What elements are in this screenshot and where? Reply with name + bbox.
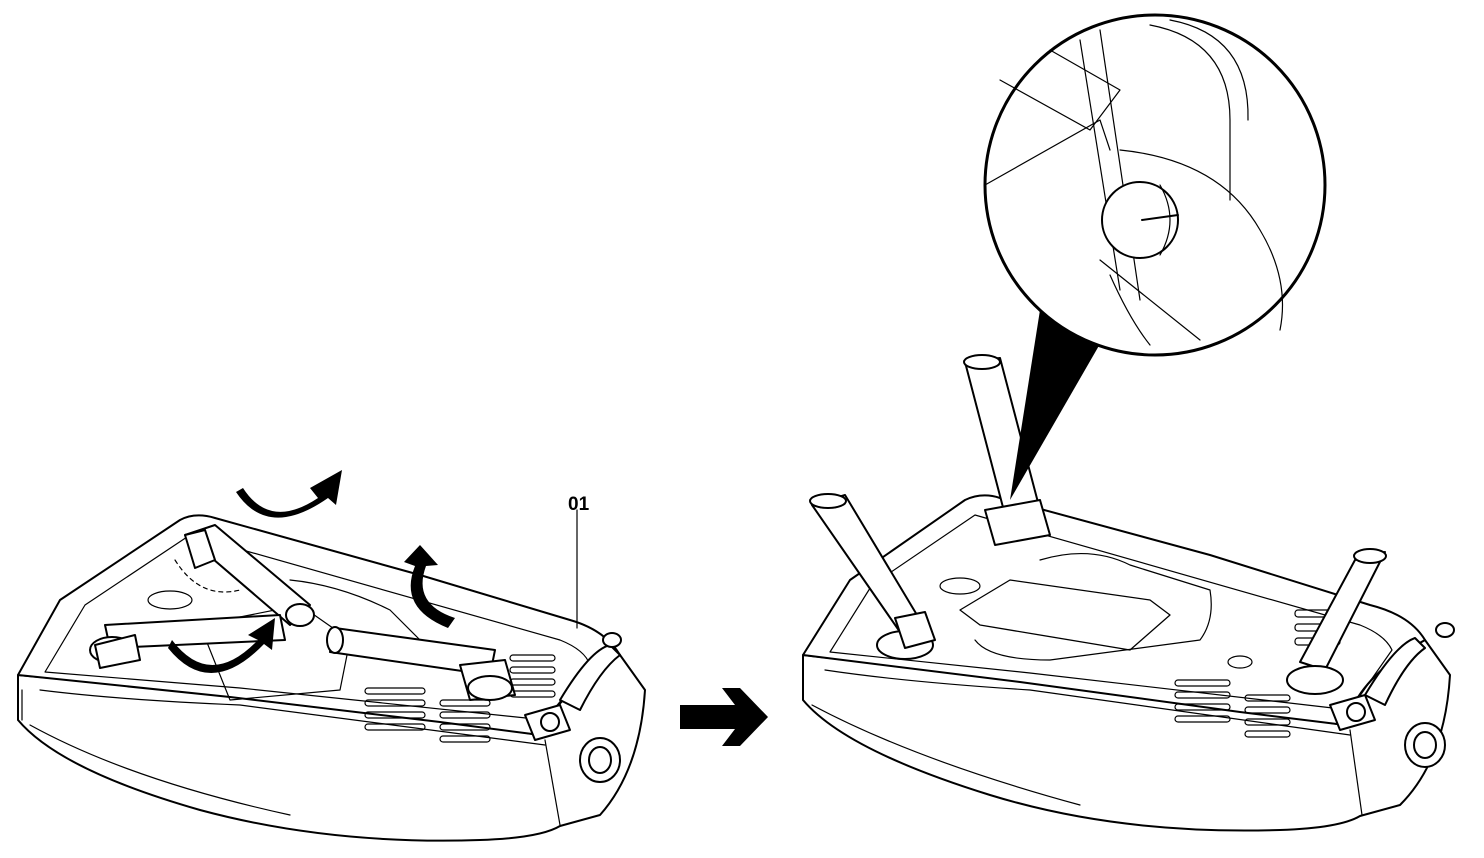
detail-pin	[1101, 181, 1179, 259]
folded-leg-1	[184, 524, 311, 626]
curved-arrow-icon	[236, 470, 342, 518]
magnifier-cone	[1010, 310, 1108, 500]
detail-view	[984, 19, 1284, 346]
curved-arrow-icon	[404, 545, 455, 628]
fixture-deployed	[802, 13, 1455, 832]
callout-label: 01	[568, 494, 590, 515]
right-arrow-icon	[680, 688, 768, 746]
fixture-folded	[17, 470, 646, 842]
curved-arrow-icon	[168, 618, 275, 674]
